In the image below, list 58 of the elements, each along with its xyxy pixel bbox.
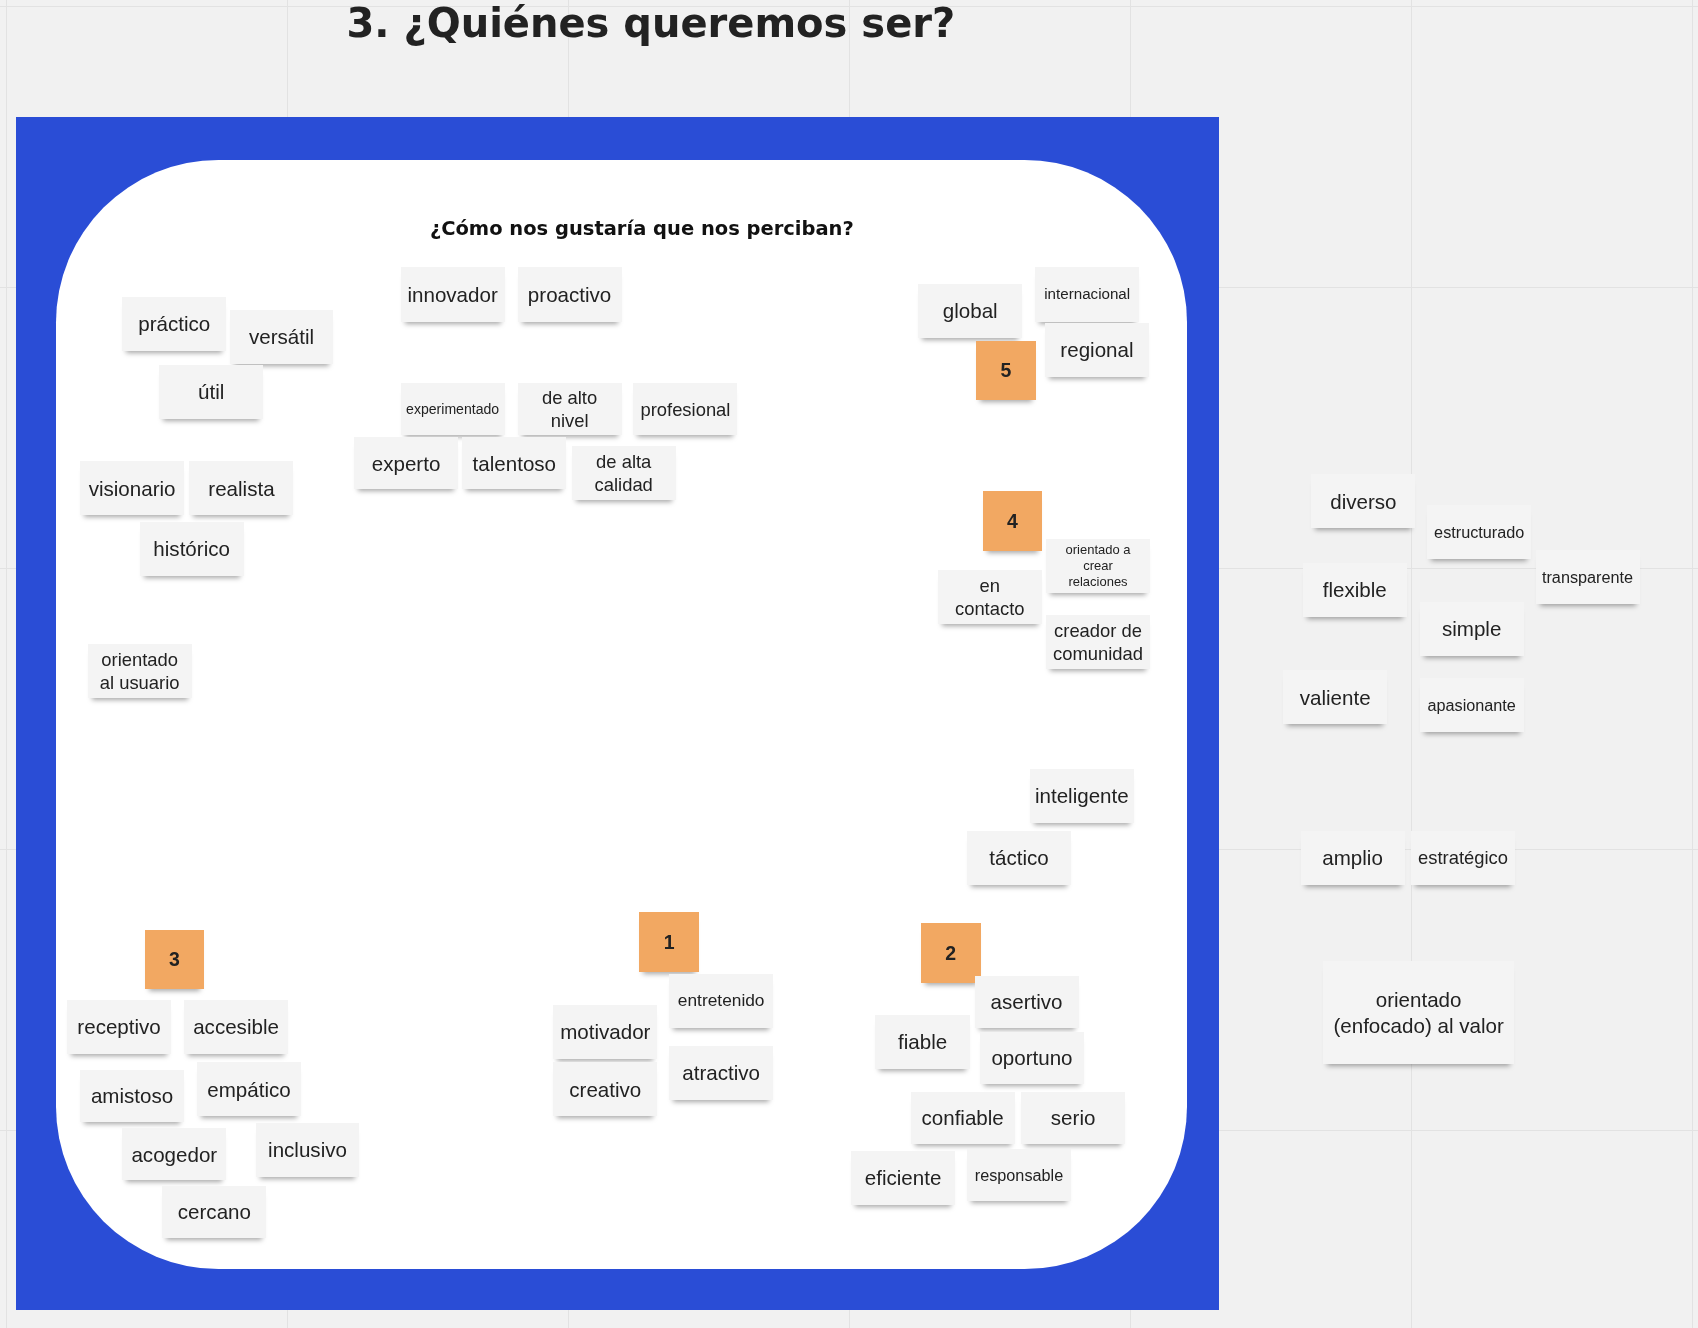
panel-heading: ¿Cómo nos gustaría que nos perciban? [429, 216, 854, 240]
sticky-note: flexible [1302, 563, 1407, 618]
sticky-note: creador de comunidad [1046, 615, 1150, 670]
sticky-note: entretenido [669, 973, 774, 1028]
sticky-note: orientado a crear relaciones [1046, 539, 1150, 594]
sticky-note: realista [189, 461, 294, 516]
sticky-note: 4 [982, 491, 1043, 551]
sticky-note: apasionante [1419, 677, 1524, 733]
sticky-note: proactivo [517, 267, 622, 322]
sticky-note: responsable [967, 1148, 1071, 1201]
sticky-note: profesional [633, 383, 738, 436]
sticky-note: en contacto [937, 569, 1042, 624]
sticky-note: de alto nivel [517, 383, 622, 436]
sticky-note: confiable [910, 1091, 1015, 1144]
sticky-note: experto [354, 437, 459, 490]
sticky-note: asertivo [974, 975, 1079, 1028]
sticky-note: estructurado [1427, 504, 1532, 559]
sticky-note: orientado (enfocado) al valor [1323, 961, 1514, 1064]
sticky-note: cercano [162, 1185, 267, 1238]
sticky-note: inteligente [1029, 768, 1134, 823]
sticky-note: fiable [874, 1014, 971, 1069]
sticky-note: creativo [553, 1062, 658, 1117]
sticky-note: de alta calidad [571, 446, 676, 501]
sticky-note: acogedor [122, 1128, 227, 1181]
sticky-note: valiente [1283, 670, 1388, 725]
sticky-note: empático [197, 1062, 301, 1117]
sticky-note: atractivo [669, 1046, 774, 1101]
sticky-note: estratégico [1411, 830, 1515, 885]
sticky-note: útil [159, 364, 264, 420]
sticky-note: receptivo [67, 999, 172, 1054]
sticky-note: práctico [122, 296, 227, 351]
sticky-note: accesible [184, 999, 288, 1054]
sticky-note: 2 [920, 923, 981, 983]
sticky-note: experimentado [400, 383, 505, 436]
page-title: 3. ¿Quiénes queremos ser? [346, 0, 956, 46]
sticky-note: 5 [976, 340, 1036, 401]
sticky-note: amistoso [80, 1069, 185, 1122]
sticky-note: amplio [1300, 830, 1405, 885]
sticky-note: simple [1419, 602, 1524, 657]
sticky-note: orientado al usuario [87, 644, 192, 699]
sticky-note: histórico [139, 521, 244, 577]
sticky-note: talentoso [462, 437, 567, 490]
sticky-note: visionario [80, 461, 185, 516]
sticky-note: eficiente [851, 1151, 956, 1206]
sticky-note: 1 [639, 912, 699, 972]
sticky-note: oportuno [980, 1032, 1084, 1084]
sticky-note: versátil [229, 309, 334, 364]
sticky-note: serio [1021, 1091, 1126, 1144]
sticky-note: global [918, 283, 1023, 338]
sticky-note: diverso [1311, 474, 1416, 529]
sticky-note: inclusivo [255, 1122, 360, 1178]
sticky-note: internacional [1035, 267, 1140, 322]
sticky-note: táctico [967, 830, 1071, 885]
sticky-note: innovador [400, 267, 505, 322]
sticky-note: regional [1044, 322, 1149, 377]
sticky-note: motivador [553, 1004, 658, 1060]
sticky-note: 3 [144, 929, 205, 990]
sticky-note: transparente [1535, 550, 1640, 605]
